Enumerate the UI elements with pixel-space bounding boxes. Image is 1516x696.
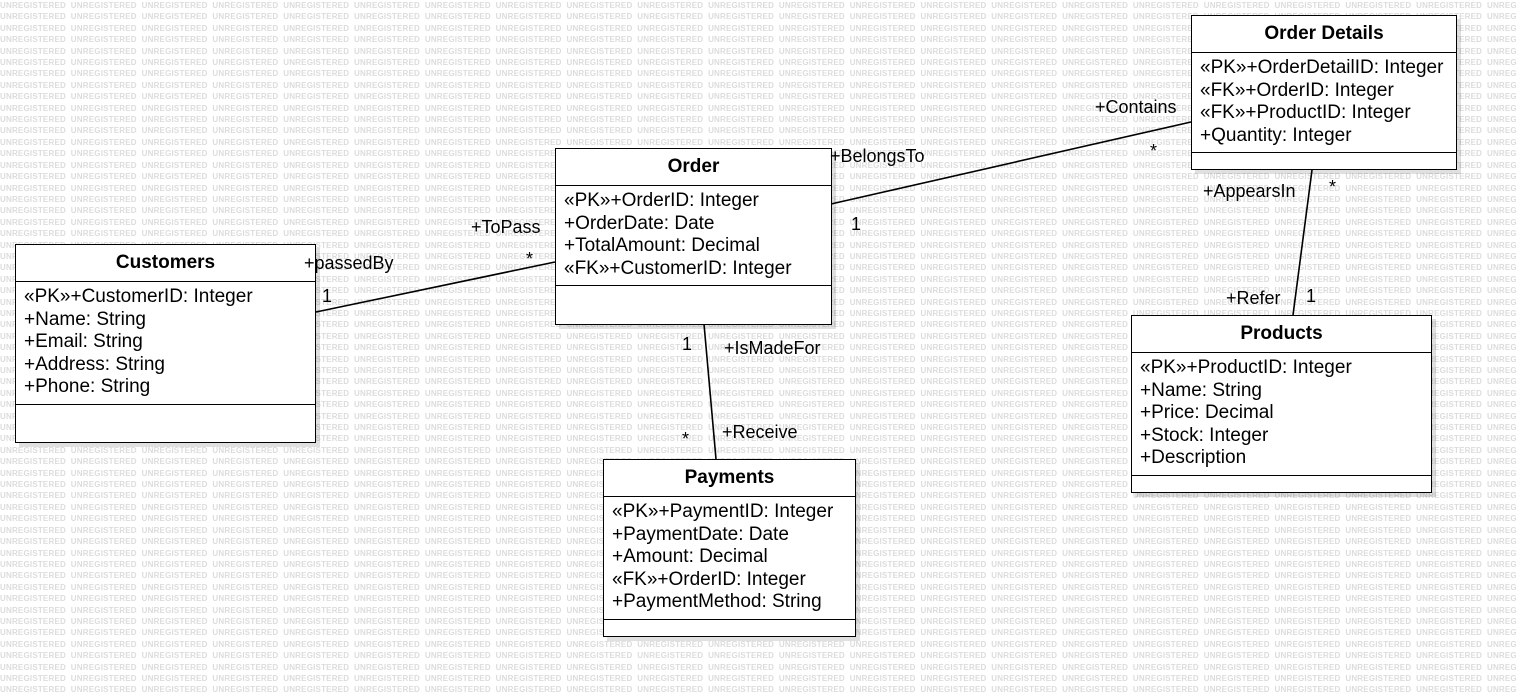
multiplicity-label: 1 [851, 214, 862, 234]
role-label-appearsin: +AppearsIn [1203, 181, 1296, 201]
attribute: «FK»+OrderID: Integer [1200, 79, 1394, 101]
class-order[interactable]: Order «PK»+OrderID: Integer +OrderDate: … [555, 148, 832, 325]
attribute: «FK»+CustomerID: Integer [564, 257, 792, 279]
class-attributes: «PK»+OrderID: Integer +OrderDate: Date +… [556, 186, 831, 287]
role-label-topass: +ToPass [471, 217, 541, 237]
attribute: +Name: String [1140, 379, 1262, 401]
class-attributes: «PK»+PaymentID: Integer +PaymentDate: Da… [604, 497, 855, 620]
attribute: «PK»+CustomerID: Integer [24, 286, 253, 307]
attribute: «PK»+OrderID: Integer [564, 190, 759, 211]
attribute: «PK»+ProductID: Integer [1140, 357, 1352, 378]
attribute: «PK»+OrderDetailID: Integer [1200, 57, 1444, 78]
class-attributes: «PK»+OrderDetailID: Integer «FK»+OrderID… [1192, 53, 1456, 154]
association-order-payments [703, 323, 717, 460]
attribute: +TotalAmount: Decimal [564, 235, 760, 257]
role-label-ismadefor: +IsMadeFor [724, 338, 821, 358]
attribute: +PaymentDate: Date [612, 523, 789, 545]
attribute: +PaymentMethod: String [612, 591, 822, 613]
role-label-receive: +Receive [722, 422, 798, 442]
attribute: +OrderDate: Date [564, 212, 715, 234]
attribute: +Price: Decimal [1140, 402, 1274, 424]
attribute: +Amount: Decimal [612, 546, 768, 568]
class-attributes: «PK»+CustomerID: Integer +Name: String +… [16, 282, 315, 405]
attribute: +Name: String [24, 308, 146, 330]
attribute: +Description [1140, 447, 1247, 469]
multiplicity-label: * [1150, 141, 1158, 161]
multiplicity-label: * [682, 429, 690, 449]
multiplicity-label: * [526, 249, 534, 269]
attribute: +Stock: Integer [1140, 424, 1269, 446]
class-name: Order [556, 149, 831, 186]
association-order-orderdetails [830, 121, 1192, 205]
attribute: +Phone: String [24, 376, 151, 398]
multiplicity-label: 1 [682, 334, 693, 354]
class-name: Order Details [1192, 16, 1456, 53]
association-orderdetails-products [1292, 169, 1313, 316]
role-label-belongsto: +BelongsTo [830, 146, 925, 166]
association-customers-order [315, 261, 556, 313]
class-name: Products [1132, 316, 1431, 353]
class-order-details[interactable]: Order Details «PK»+OrderDetailID: Intege… [1191, 15, 1457, 170]
class-payments[interactable]: Payments «PK»+PaymentID: Integer +Paymen… [603, 459, 856, 637]
attribute: «FK»+ProductID: Integer [1200, 102, 1411, 124]
multiplicity-label: 1 [322, 286, 333, 306]
multiplicity-label: * [1329, 177, 1337, 197]
class-name: Payments [604, 460, 855, 497]
role-label-refer: +Refer [1226, 288, 1281, 308]
class-customers[interactable]: Customers «PK»+CustomerID: Integer +Name… [15, 244, 316, 443]
attribute: +Quantity: Integer [1200, 124, 1352, 146]
class-attributes: «PK»+ProductID: Integer +Name: String +P… [1132, 353, 1431, 476]
role-label-passedby: +passedBy [304, 253, 394, 273]
attribute: +Email: String [24, 331, 143, 353]
attribute: «FK»+OrderID: Integer [612, 568, 806, 590]
multiplicity-label: 1 [1306, 286, 1317, 306]
attribute: «PK»+PaymentID: Integer [612, 501, 834, 522]
class-name: Customers [16, 245, 315, 282]
attribute: +Address: String [24, 353, 165, 375]
class-products[interactable]: Products «PK»+ProductID: Integer +Name: … [1131, 315, 1432, 493]
role-label-contains: +Contains [1095, 97, 1177, 117]
